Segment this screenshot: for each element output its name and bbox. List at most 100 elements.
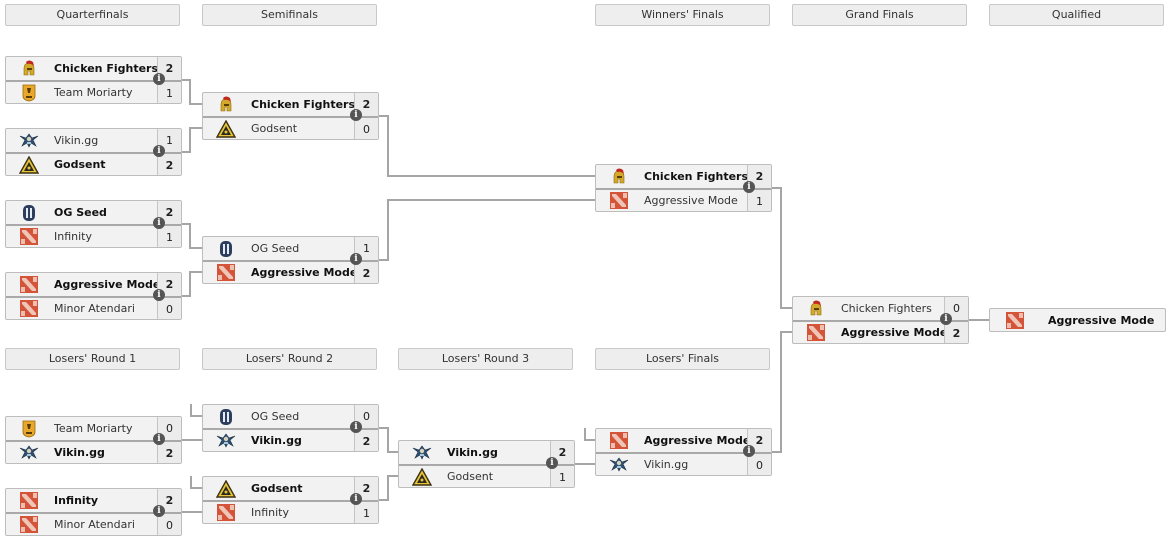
match-info-icon[interactable]: i <box>350 421 362 433</box>
connector <box>190 404 202 417</box>
godsent-triangle-logo-icon <box>409 467 435 487</box>
team-name: Vikin.gg <box>251 434 302 447</box>
header-winners-finals: Winners' Finals <box>595 4 770 26</box>
team-score: 1 <box>747 190 771 211</box>
team-name: Vikin.gg <box>447 446 498 459</box>
team-score: 0 <box>157 298 181 319</box>
dota-logo-icon <box>606 191 632 211</box>
qualified-team[interactable]: Aggressive Mode <box>989 308 1166 332</box>
team-row[interactable]: Minor Atendari 0 <box>6 296 181 319</box>
team-score: 0 <box>157 514 181 535</box>
match-info-icon[interactable]: i <box>350 253 362 265</box>
header-quarterfinals: Quarterfinals <box>5 4 180 26</box>
connector <box>378 427 398 453</box>
team-name: Godsent <box>447 470 494 483</box>
team-name: Godsent <box>251 482 303 495</box>
godsent-triangle-logo-icon <box>213 119 239 139</box>
team-name: Vikin.gg <box>54 134 99 147</box>
viking-logo-icon <box>409 443 435 463</box>
match-info-icon[interactable]: i <box>743 181 755 193</box>
match-info-icon[interactable]: i <box>153 145 165 157</box>
match-info-icon[interactable]: i <box>743 445 755 457</box>
team-score: 0 <box>354 118 378 139</box>
team-name: Chicken Fighters <box>841 302 932 315</box>
match-info-icon[interactable]: i <box>546 457 558 469</box>
match-info-icon[interactable]: i <box>153 433 165 445</box>
team-name: OG Seed <box>54 206 107 219</box>
spartan-helmet-logo-icon <box>803 299 829 319</box>
header-losers-round-2: Losers' Round 2 <box>202 348 377 370</box>
dota-logo-icon <box>16 299 42 319</box>
team-row[interactable]: Godsent 0 <box>203 116 378 139</box>
connector <box>771 187 792 309</box>
dota-logo-icon <box>1002 310 1028 330</box>
connector <box>181 127 202 153</box>
og-logo-icon <box>16 203 42 223</box>
match-info-icon[interactable]: i <box>153 73 165 85</box>
spartan-helmet-logo-icon <box>16 59 42 79</box>
team-row[interactable]: Vikin.gg 2 <box>6 440 181 463</box>
team-row[interactable]: Team Moriarty 1 <box>6 80 181 103</box>
match-info-icon[interactable]: i <box>350 109 362 121</box>
connector <box>584 428 595 441</box>
header-qualified: Qualified <box>989 4 1164 26</box>
dota-logo-icon <box>803 323 829 343</box>
godsent-triangle-logo-icon <box>213 479 239 499</box>
header-losers-round-3: Losers' Round 3 <box>398 348 573 370</box>
team-row[interactable]: Minor Atendari 0 <box>6 512 181 535</box>
connector <box>181 271 202 297</box>
connector <box>378 115 595 177</box>
team-name: Team Moriarty <box>54 86 133 99</box>
team-name: Chicken Fighters <box>54 62 157 75</box>
team-score: 2 <box>157 442 181 463</box>
godsent-triangle-logo-icon <box>16 155 42 175</box>
team-name: OG Seed <box>251 410 300 423</box>
match-info-icon[interactable]: i <box>153 289 165 301</box>
viking-logo-icon <box>16 443 42 463</box>
team-name: Aggressive Mode <box>1048 313 1155 327</box>
moriarty-shield-logo-icon <box>16 419 42 439</box>
team-score: 1 <box>157 82 181 103</box>
team-score: 2 <box>157 154 181 175</box>
team-name: Vikin.gg <box>54 446 105 459</box>
match-info-icon[interactable]: i <box>153 217 165 229</box>
viking-logo-icon <box>16 131 42 151</box>
match-info-icon[interactable]: i <box>153 505 165 517</box>
team-score: 1 <box>550 466 574 487</box>
dota-logo-icon <box>16 515 42 535</box>
og-logo-icon <box>213 407 239 427</box>
match-info-icon[interactable]: i <box>350 493 362 505</box>
team-name: Minor Atendari <box>54 518 135 531</box>
viking-logo-icon <box>606 455 632 475</box>
connector <box>181 79 202 105</box>
viking-logo-icon <box>213 431 239 451</box>
team-score: 2 <box>944 322 968 343</box>
match-info-icon[interactable]: i <box>940 313 952 325</box>
team-name: Minor Atendari <box>54 302 135 315</box>
team-row[interactable]: Godsent 1 <box>399 464 574 487</box>
team-name: Godsent <box>251 122 298 135</box>
